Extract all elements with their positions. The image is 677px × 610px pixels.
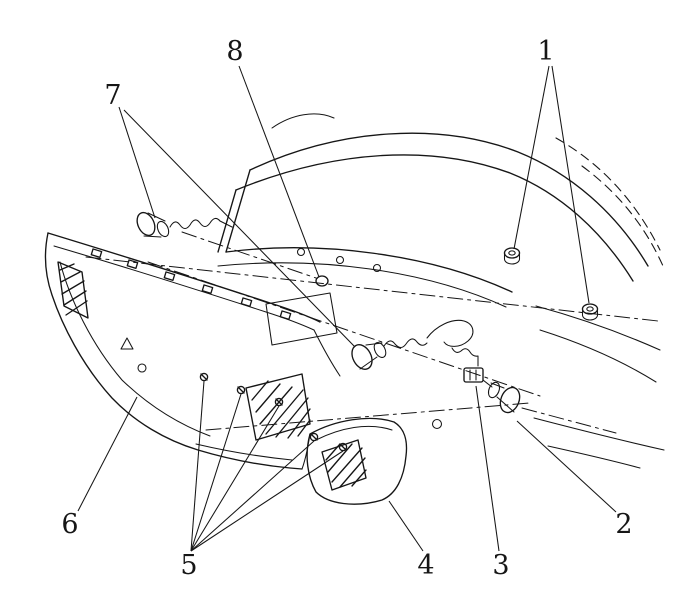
alignment-hole: [137, 363, 147, 373]
leader-4: [388, 500, 424, 552]
hatch-lines: [325, 443, 367, 488]
leader-5e: [190, 450, 344, 552]
panel-holes: [296, 247, 443, 430]
bumper-fascia: [44, 232, 348, 470]
leader-7a: [118, 106, 156, 219]
callout-3: 3: [492, 550, 509, 581]
leader-lines: [77, 65, 617, 552]
callout-7: 7: [104, 80, 121, 111]
callout-8: 8: [226, 36, 243, 67]
parking-lamp: [306, 417, 408, 505]
leader-3: [475, 385, 500, 552]
centerlines: [85, 231, 659, 434]
callout-4: 4: [417, 550, 434, 581]
hatch-lines: [251, 380, 311, 439]
leader-5d: [190, 440, 315, 552]
leader-5c: [190, 405, 280, 552]
leader-1b: [551, 65, 590, 304]
fascia-tabs: [90, 248, 292, 321]
socket-wire: [383, 338, 428, 349]
hatch-lines: [59, 263, 88, 316]
socket-hole: [315, 275, 329, 287]
leader-2: [516, 420, 617, 513]
bulb-socket-center: [351, 338, 428, 370]
leader-1a: [513, 65, 550, 250]
callouts: 1 2 3 4 5 6 7 8: [61, 36, 632, 581]
socket-wire: [169, 217, 233, 230]
body-structure: [217, 113, 665, 469]
side-marker-opening: [57, 261, 89, 319]
callout-6: 6: [61, 509, 78, 540]
callout-1: 1: [537, 36, 554, 67]
harness-loop: [426, 319, 479, 367]
bulb-socket-left: [136, 211, 233, 238]
callout-2: 2: [615, 509, 632, 540]
bulb-socket-right: [482, 379, 521, 414]
nut-left: [503, 247, 521, 265]
nut-right: [581, 303, 599, 321]
leader-7b: [123, 109, 356, 348]
harness-connector: [463, 367, 484, 383]
alignment-triangle: [120, 337, 134, 350]
leader-5a: [190, 380, 205, 552]
socket-wire: [482, 379, 493, 388]
leader-5b: [190, 393, 242, 552]
lamp-opening: [245, 373, 311, 441]
retainer-clips: [199, 372, 348, 452]
callout-5: 5: [180, 550, 197, 581]
leader-6: [77, 396, 138, 512]
leader-8: [238, 65, 320, 278]
lamp-assemblies: [245, 373, 408, 505]
